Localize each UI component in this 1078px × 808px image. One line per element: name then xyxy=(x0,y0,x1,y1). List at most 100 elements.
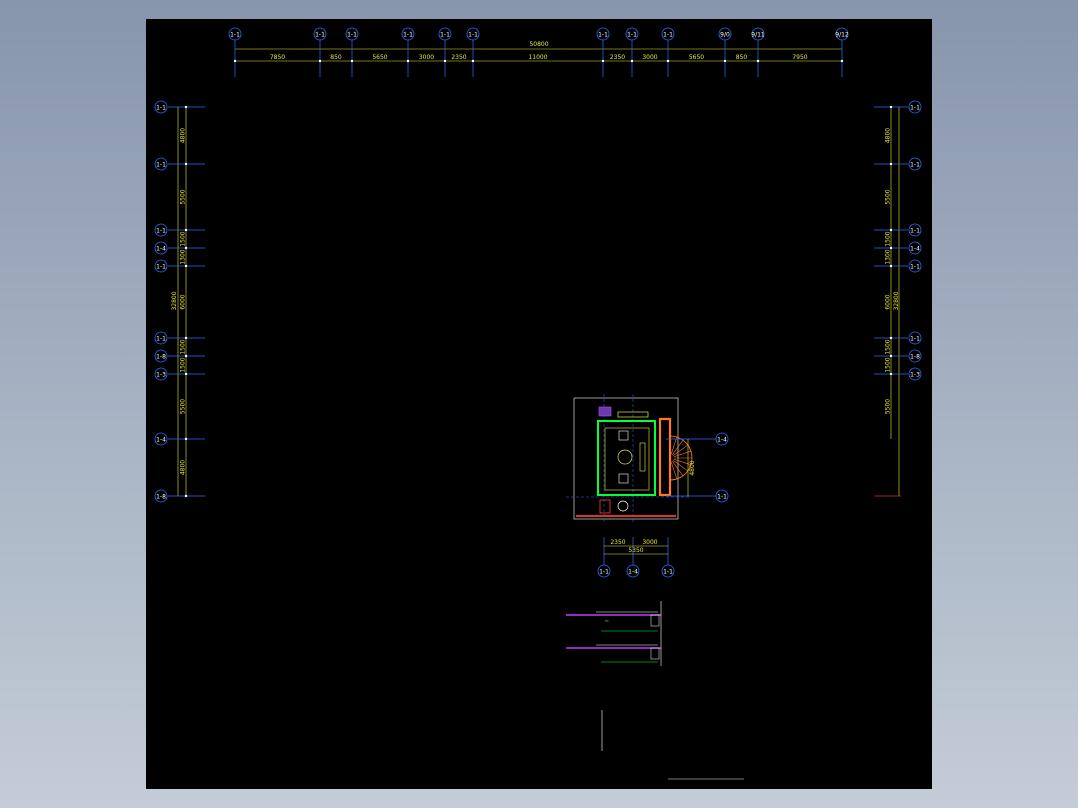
axis-bubble[interactable]: 1-4 xyxy=(154,432,168,446)
detail-axis-bubble[interactable]: 1-4 xyxy=(626,564,640,578)
axis-bubble[interactable]: 1-1 xyxy=(596,27,610,41)
axis-label: 1-4 xyxy=(910,246,920,253)
dim-tick xyxy=(889,264,893,268)
dim-tick xyxy=(184,437,188,441)
axis-bubble[interactable]: 1-1 xyxy=(154,331,168,345)
axis-bubble[interactable]: 9/0 xyxy=(718,27,732,41)
axis-label: 1-1 xyxy=(403,32,413,39)
axis-bubble[interactable]: 1-3 xyxy=(154,367,168,381)
dim-tick xyxy=(889,105,893,109)
stair-tread xyxy=(673,450,692,458)
stair-tread xyxy=(673,444,688,456)
dimension-label: 7950 xyxy=(792,54,807,61)
dim-tick xyxy=(889,372,893,376)
axis-label: 1-4 xyxy=(156,246,166,253)
axis-label: 1-1 xyxy=(315,32,325,39)
dim-tick xyxy=(889,246,893,250)
floor-plan-detail[interactable]: 1-4 1-1 4800 2350 3000 5350 1-1 1-4 xyxy=(566,394,729,578)
axis-bubble[interactable]: 1-1 xyxy=(401,27,415,41)
detail-dim: 2350 xyxy=(610,539,625,546)
dim-tick xyxy=(840,59,844,63)
axis-label: 1-1 xyxy=(910,228,920,235)
axis-bubble[interactable]: 9/11 xyxy=(751,27,765,41)
dim-tick xyxy=(233,59,237,63)
axis-label: 1-1 xyxy=(440,32,450,39)
axis-bubble[interactable]: 1-1 xyxy=(154,100,168,114)
axis-bubble[interactable]: 1-1 xyxy=(438,27,452,41)
axis-bubble[interactable]: 9/12 xyxy=(835,27,849,41)
detail-axis-bubble[interactable]: 1-1 xyxy=(661,564,675,578)
axis-bubble[interactable]: 1-1 xyxy=(625,27,639,41)
round-table xyxy=(617,449,633,465)
dim-tick xyxy=(184,162,188,166)
axis-bubble[interactable]: 1-8 xyxy=(154,489,168,503)
axis-bubble[interactable]: 1-1 xyxy=(345,27,359,41)
axis-bubble[interactable]: 1-4 xyxy=(154,241,168,255)
dim-tick xyxy=(889,228,893,232)
axis-bubble[interactable]: 1-1 xyxy=(908,331,922,345)
detail-axis-bubble[interactable]: 1-1 xyxy=(715,489,729,503)
axis-bubble[interactable]: 1-1 xyxy=(908,100,922,114)
door xyxy=(599,499,611,514)
section-detail-1[interactable]: TC xyxy=(566,601,662,633)
axis-label: 1-8 xyxy=(910,354,920,361)
axis-label: 1-1 xyxy=(156,264,166,271)
axis-bubble[interactable]: 1-8 xyxy=(154,349,168,363)
detail-axis-bubble[interactable]: 1-4 xyxy=(715,432,729,446)
cabinet xyxy=(617,411,649,418)
left-axis-grid: 1-11-11-11-41-11-11-81-31-41-83280048005… xyxy=(154,100,205,503)
axis-label: 1-1 xyxy=(910,162,920,169)
dim-tick xyxy=(756,59,760,63)
dimension-label: 32800 xyxy=(893,291,900,310)
dim-tick xyxy=(184,494,188,498)
dimension-label: 1500 xyxy=(885,339,892,354)
axis-label: 1-1 xyxy=(156,162,166,169)
axis-bubble[interactable]: 1-1 xyxy=(466,27,480,41)
axis-bubble[interactable]: 1-1 xyxy=(154,223,168,237)
axis-bubble[interactable]: 1-1 xyxy=(154,259,168,273)
dimension-label: 7850 xyxy=(270,54,285,61)
dim-tick xyxy=(184,372,188,376)
dimension-label: 1300 xyxy=(885,249,892,264)
dimension-label: 3000 xyxy=(642,54,657,61)
dim-tick xyxy=(184,105,188,109)
axis-bubble[interactable]: 1-1 xyxy=(313,27,327,41)
dimension-label: 4800 xyxy=(180,460,187,475)
svg-text:1-4: 1-4 xyxy=(628,569,638,576)
axis-label: 1-8 xyxy=(156,494,166,501)
axis-bubble[interactable]: 1-1 xyxy=(908,157,922,171)
axis-bubble[interactable]: 1-1 xyxy=(228,27,242,41)
dim-tick xyxy=(406,59,410,63)
dimension-label: 6000 xyxy=(180,294,187,309)
dim-tick xyxy=(889,162,893,166)
axis-label: 1-1 xyxy=(627,32,637,39)
axis-bubble[interactable]: 1-1 xyxy=(661,27,675,41)
dimension-label: 32800 xyxy=(171,291,178,310)
detail-axis-bubble[interactable]: 1-1 xyxy=(597,564,611,578)
axis-bubble[interactable]: 1-1 xyxy=(154,157,168,171)
dim-tick xyxy=(350,59,354,63)
dim-tick xyxy=(666,59,670,63)
axis-label: 1-1 xyxy=(156,336,166,343)
stair-tread xyxy=(673,460,688,472)
dimension-label: 4800 xyxy=(885,128,892,143)
dim-tick xyxy=(184,264,188,268)
axis-bubble[interactable]: 1-3 xyxy=(908,367,922,381)
room-outline xyxy=(604,427,650,491)
axis-label: 1-1 xyxy=(598,32,608,39)
axis-bubble[interactable]: 1-1 xyxy=(908,223,922,237)
dim-tick xyxy=(889,336,893,340)
axis-bubble[interactable]: 1-8 xyxy=(908,349,922,363)
dim-tick xyxy=(471,59,475,63)
dimension-label: 1500 xyxy=(180,357,187,372)
dim-tick xyxy=(184,336,188,340)
dim-tick xyxy=(601,59,605,63)
chair xyxy=(618,473,629,484)
axis-bubble[interactable]: 1-4 xyxy=(908,241,922,255)
axis-bubble[interactable]: 1-1 xyxy=(908,259,922,273)
section-detail-2[interactable] xyxy=(566,633,662,666)
plant xyxy=(617,500,629,512)
axis-label: 9/0 xyxy=(720,32,730,39)
